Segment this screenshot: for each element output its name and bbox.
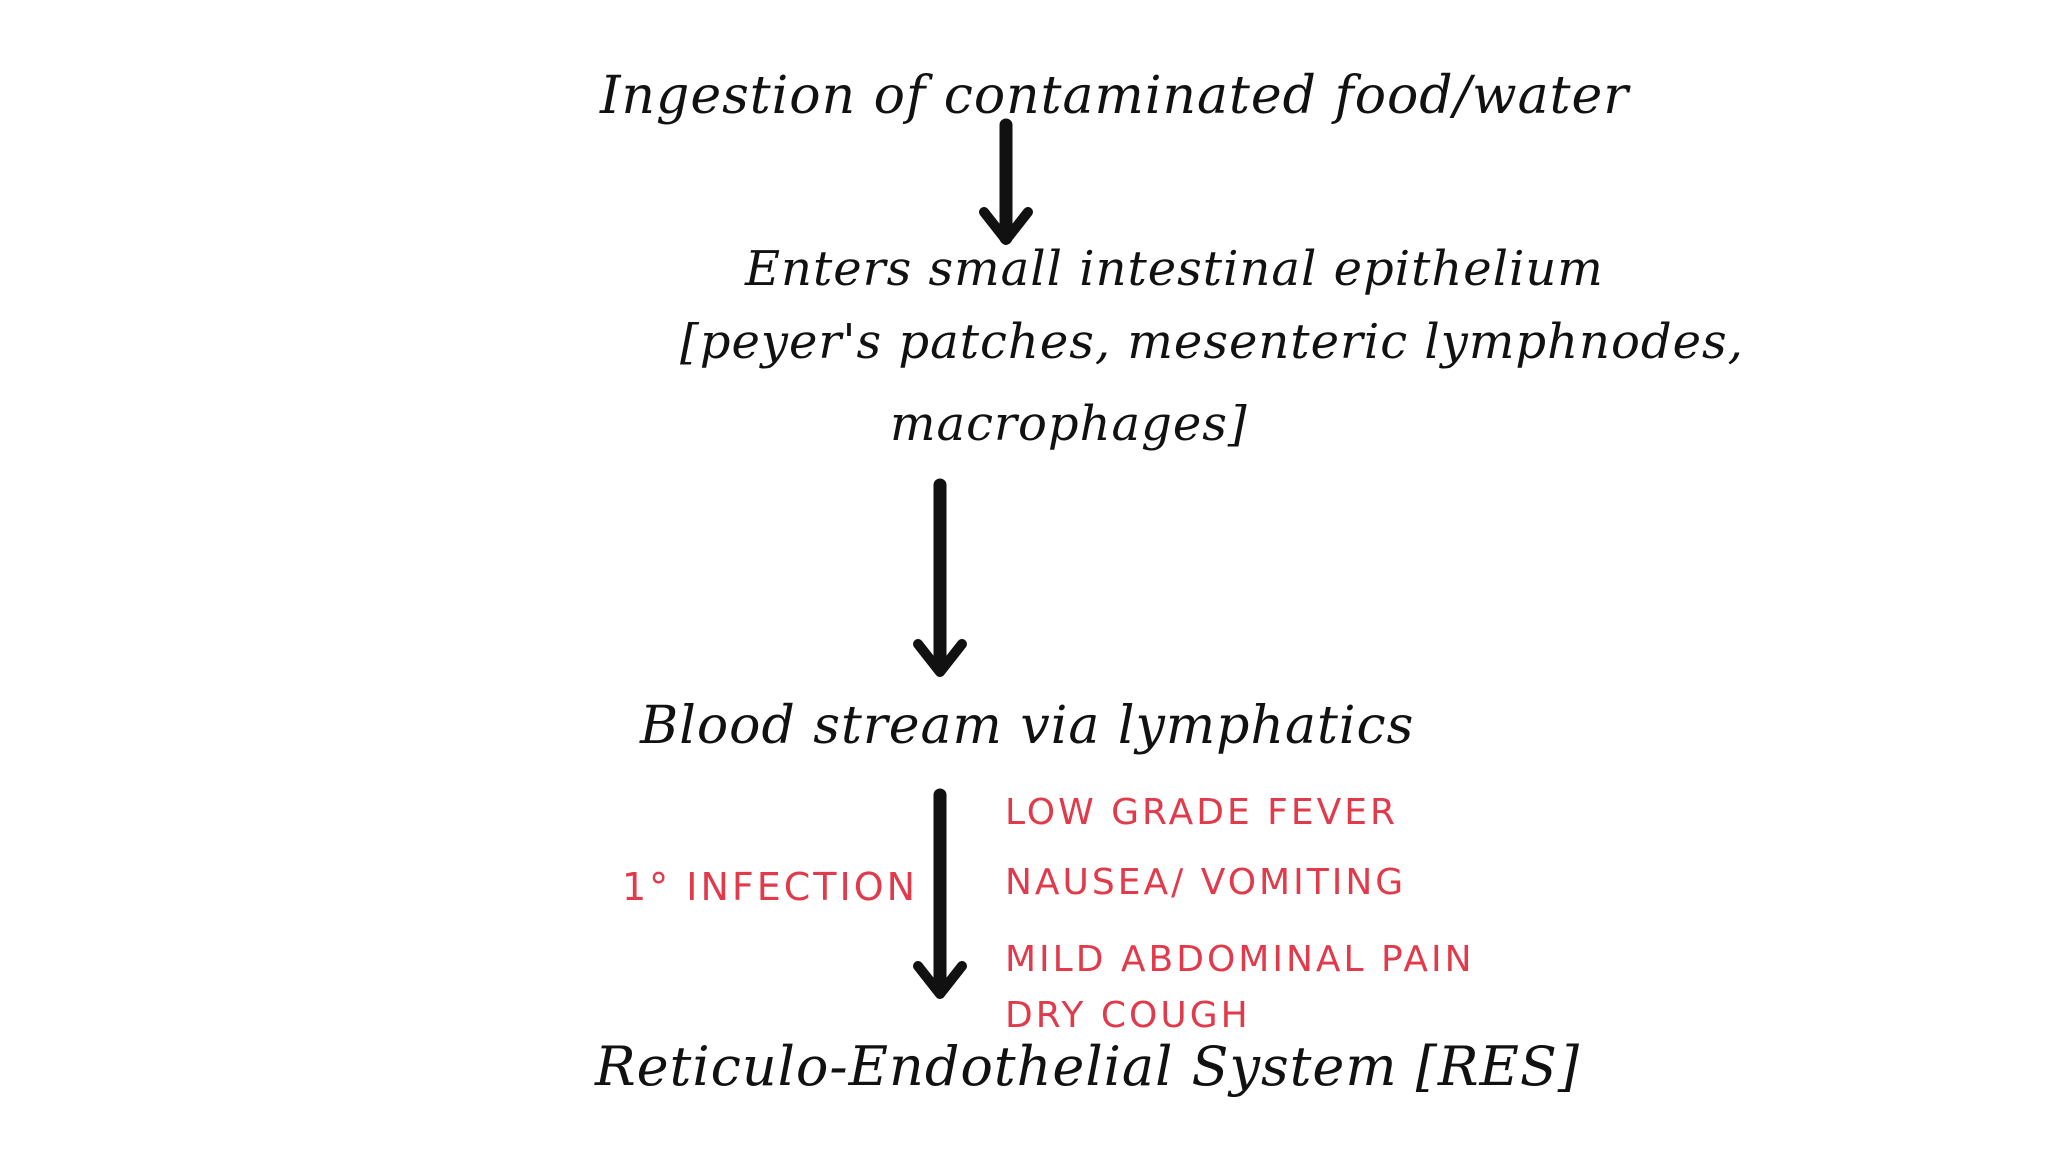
- node-ingestion: Ingestion of contaminated food/water: [600, 66, 1630, 126]
- symptom-item: LOW GRADE FEVER: [1005, 792, 1398, 833]
- node-res: Reticulo-Endothelial System [RES]: [595, 1035, 1580, 1098]
- symptom-item: NAUSEA/ VOMITING: [1005, 862, 1407, 903]
- node-enters-line-2: [peyer's patches, mesenteric lymphnodes,: [680, 314, 1744, 370]
- node-bloodstream: Blood stream via lymphatics: [640, 696, 1415, 756]
- arrow-bloodstream-to-res: [913, 788, 967, 999]
- arrow-enters-to-bloodstream: [913, 478, 967, 677]
- node-enters-line-3: macrophages]: [890, 396, 1248, 452]
- node-enters-line-1: Enters small intestinal epithelium: [745, 241, 1604, 297]
- symptom-item: DRY COUGH: [1005, 995, 1251, 1036]
- symptom-item: MILD ABDOMINAL PAIN: [1005, 939, 1475, 980]
- arrow-ingestion-to-enters: [979, 118, 1033, 245]
- primary-infection-label: 1° INFECTION: [622, 865, 919, 909]
